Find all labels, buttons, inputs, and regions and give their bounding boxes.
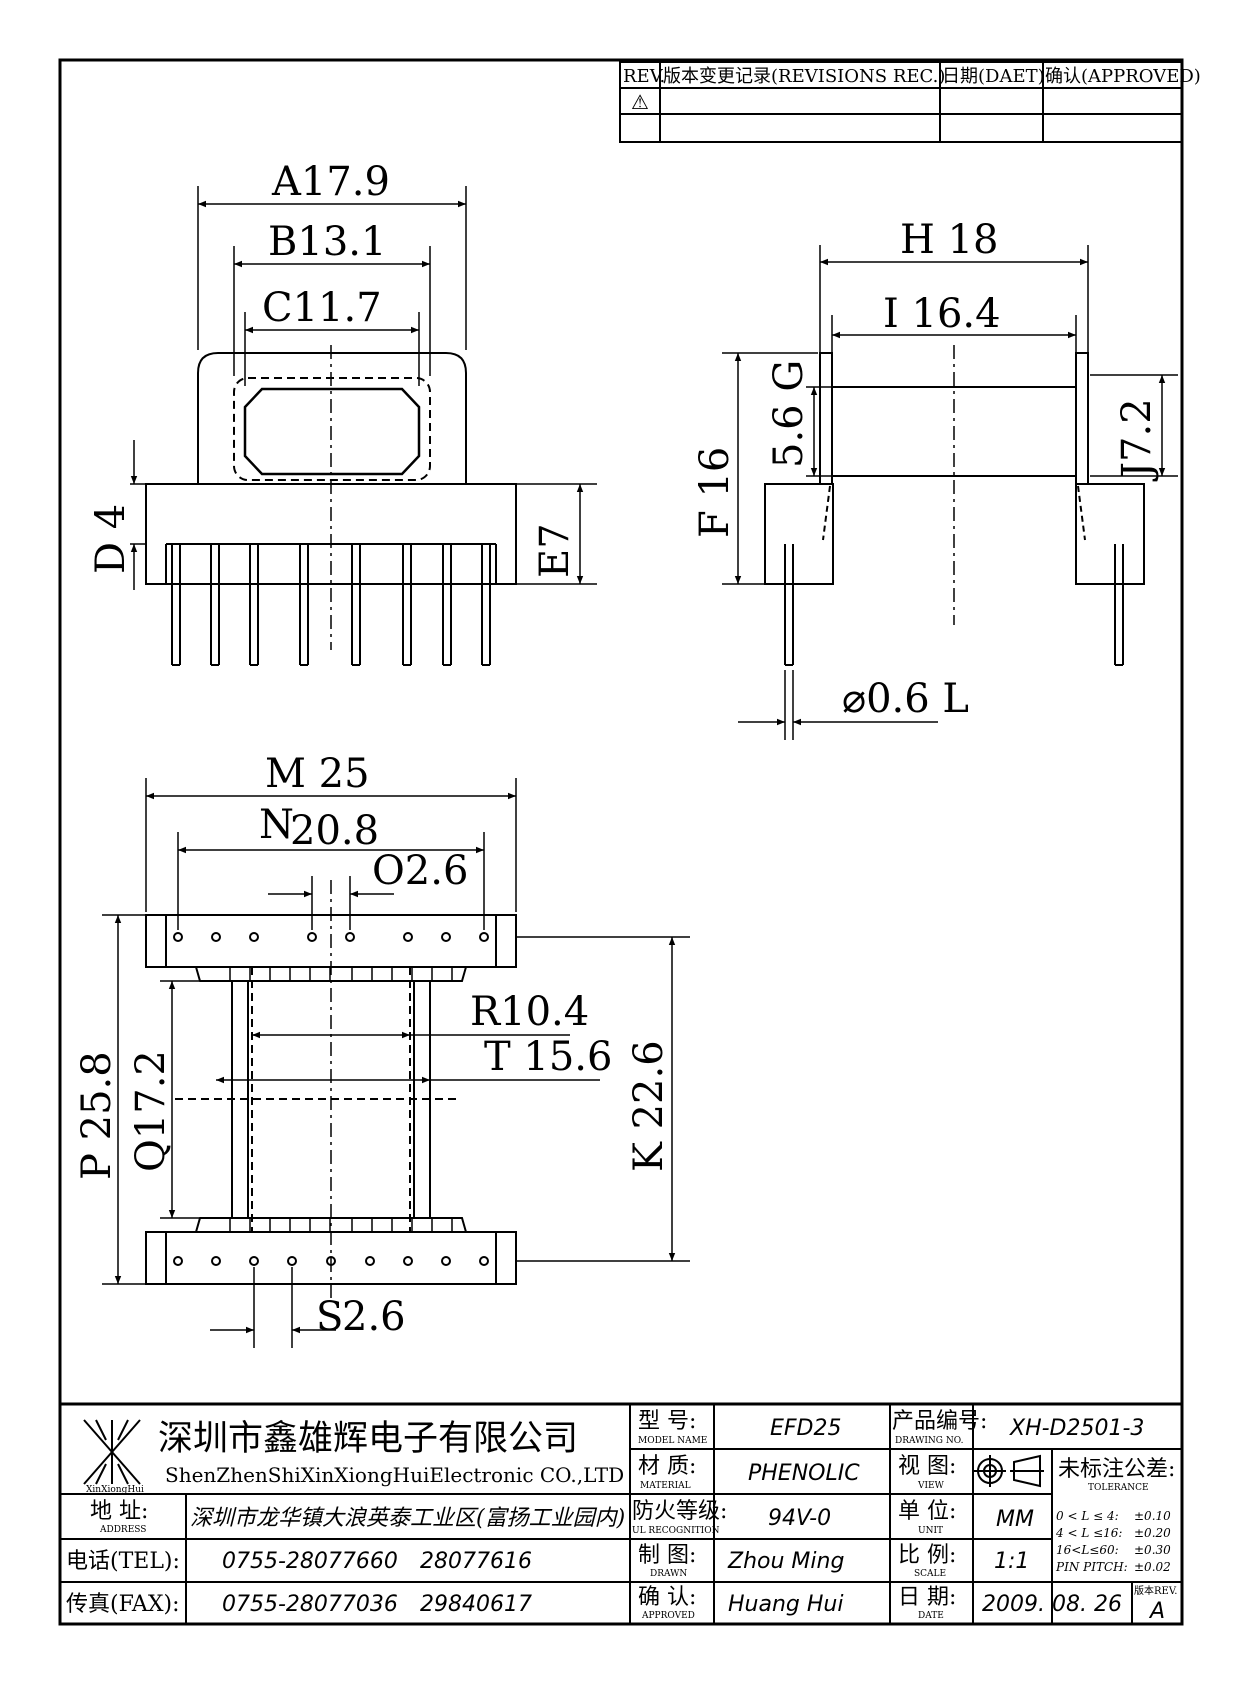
drawn-label-cn: 制 图: xyxy=(638,1543,696,1568)
scale-label-en: SCALE xyxy=(914,1569,946,1579)
tolerance-value-4: ±0.02 xyxy=(1134,1560,1171,1574)
dim-m: M 25 xyxy=(265,751,370,797)
rev-label: 版本REV. xyxy=(1134,1584,1177,1597)
logo-text: XinXiongHui xyxy=(86,1485,144,1495)
material-label-en: MATERIAL xyxy=(640,1481,691,1491)
tolerance-range-3: 16<L≤60: xyxy=(1056,1543,1119,1557)
approved-label-en: APPROVED xyxy=(641,1611,695,1621)
material-value: PHENOLIC xyxy=(748,1461,860,1486)
drawing-border xyxy=(58,58,1184,1626)
ul-value: 94V-0 xyxy=(768,1506,831,1531)
approved-label-cn: 确 认: xyxy=(638,1585,696,1610)
dim-d: D 4 xyxy=(88,504,134,574)
tolerance-value-2: ±0.20 xyxy=(1134,1526,1171,1540)
unit-label-cn: 单 位: xyxy=(898,1499,956,1524)
dim-s-letter: S xyxy=(316,1294,343,1340)
tolerance-range-2: 4 < L ≤16: xyxy=(1055,1526,1122,1540)
drawing-no-value: XH-D2501-3 xyxy=(1009,1416,1144,1441)
view-label-en: VIEW xyxy=(917,1481,945,1491)
drawn-value: Zhou Ming xyxy=(727,1549,844,1574)
rev-row-1-rev: ⚠ xyxy=(631,90,649,114)
dim-c: C11.7 xyxy=(262,285,382,331)
rev-value: A xyxy=(1148,1599,1165,1624)
tolerance-label-en: TOLERANCE xyxy=(1088,1483,1149,1493)
dim-l: ⌀0.6 L xyxy=(842,676,969,722)
drawing-no-label-en: DRAWING NO. xyxy=(895,1436,964,1446)
dim-p: P 25.8 xyxy=(74,1051,120,1180)
view-label-cn: 视 图: xyxy=(898,1454,956,1479)
company-name-en: ShenZhenShiXinXiongHuiElectronic CO.,LTD xyxy=(165,1463,624,1487)
date-label-cn: 日 期: xyxy=(898,1585,956,1610)
drawn-label-en: DRAWN xyxy=(650,1569,687,1579)
scale-value: 1:1 xyxy=(994,1549,1029,1574)
unit-label-en: UNIT xyxy=(918,1526,943,1536)
dim-i: I 16.4 xyxy=(883,291,1001,337)
side-view-dimension-lines xyxy=(722,245,1178,740)
bottom-view xyxy=(145,880,517,1298)
dim-o: O2.6 xyxy=(372,848,468,894)
rev-header-approved: 确认(APPROVED) xyxy=(1045,66,1201,87)
dim-r: R10.4 xyxy=(470,989,589,1035)
dim-n-letter: N xyxy=(259,802,294,848)
revisions-table xyxy=(619,61,1183,143)
bottom-view-dimension-lines xyxy=(102,778,690,1348)
dim-q: Q17.2 xyxy=(128,1050,174,1172)
ul-label-en: UL RECOGNITION xyxy=(632,1526,720,1536)
tel-number-2: 28077616 xyxy=(420,1549,532,1574)
fax-number-1: 0755-28077036 xyxy=(222,1592,398,1617)
tel-label: 电话(TEL): xyxy=(66,1549,180,1574)
dim-n-value: 20.8 xyxy=(290,808,379,854)
rev-header-rev: REV. xyxy=(623,66,665,87)
dim-h: H 18 xyxy=(900,217,999,263)
rev-header-date: 日期(DAET) xyxy=(942,66,1045,87)
dim-e: E7 xyxy=(532,523,578,578)
material-label-cn: 材 质: xyxy=(638,1454,696,1479)
tolerance-range-4: PIN PITCH: xyxy=(1055,1560,1128,1574)
tolerance-label-cn: 未标注公差: xyxy=(1058,1457,1175,1482)
tolerance-range-1: 0 < L ≤ 4: xyxy=(1056,1509,1119,1523)
scale-label-cn: 比 例: xyxy=(898,1543,956,1568)
front-view-dimension-lines xyxy=(130,186,597,590)
dim-k: K 22.6 xyxy=(626,1040,672,1172)
model-label-cn: 型 号: xyxy=(638,1409,696,1434)
address-value: 深圳市龙华镇大浪英泰工业区(富扬工业园内) xyxy=(190,1506,625,1531)
address-label-en: ADDRESS xyxy=(99,1525,146,1535)
fax-number-2: 29840617 xyxy=(420,1592,532,1617)
dim-b: B13.1 xyxy=(268,219,386,265)
model-label-en: MODEL NAME xyxy=(638,1436,707,1446)
side-view xyxy=(764,345,1145,666)
tel-number-1: 0755-28077660 xyxy=(222,1549,398,1574)
company-name-cn: 深圳市鑫雄辉电子有限公司 xyxy=(158,1419,578,1459)
tolerance-value-1: ±0.10 xyxy=(1134,1509,1171,1523)
dim-g: 5.6 G xyxy=(766,360,812,468)
fax-label: 传真(FAX): xyxy=(66,1592,179,1617)
drawing-no-label-cn: 产品编号: xyxy=(892,1409,987,1434)
date-value: 2009. 08. 26 xyxy=(982,1592,1122,1617)
dim-a: A17.9 xyxy=(271,159,390,205)
rev-header-record: 版本变更记录(REVISIONS REC.) xyxy=(663,66,945,87)
projection-symbol-icon xyxy=(974,1454,1044,1488)
address-label-cn: 地 址: xyxy=(90,1499,148,1524)
front-view xyxy=(145,345,517,666)
unit-value: MM xyxy=(996,1507,1034,1532)
dim-f: F 16 xyxy=(692,447,738,538)
dim-j: J7.2 xyxy=(1114,398,1160,482)
model-value: EFD25 xyxy=(770,1416,842,1441)
approved-value: Huang Hui xyxy=(728,1592,843,1617)
date-label-en: DATE xyxy=(918,1611,944,1621)
company-logo xyxy=(83,1419,141,1485)
dim-s-value: 2.6 xyxy=(342,1294,406,1340)
dim-t: T 15.6 xyxy=(484,1034,612,1080)
ul-label-cn: 防火等级: xyxy=(632,1499,727,1524)
tolerance-value-3: ±0.30 xyxy=(1134,1543,1171,1557)
title-block-grid xyxy=(58,1402,1184,1626)
